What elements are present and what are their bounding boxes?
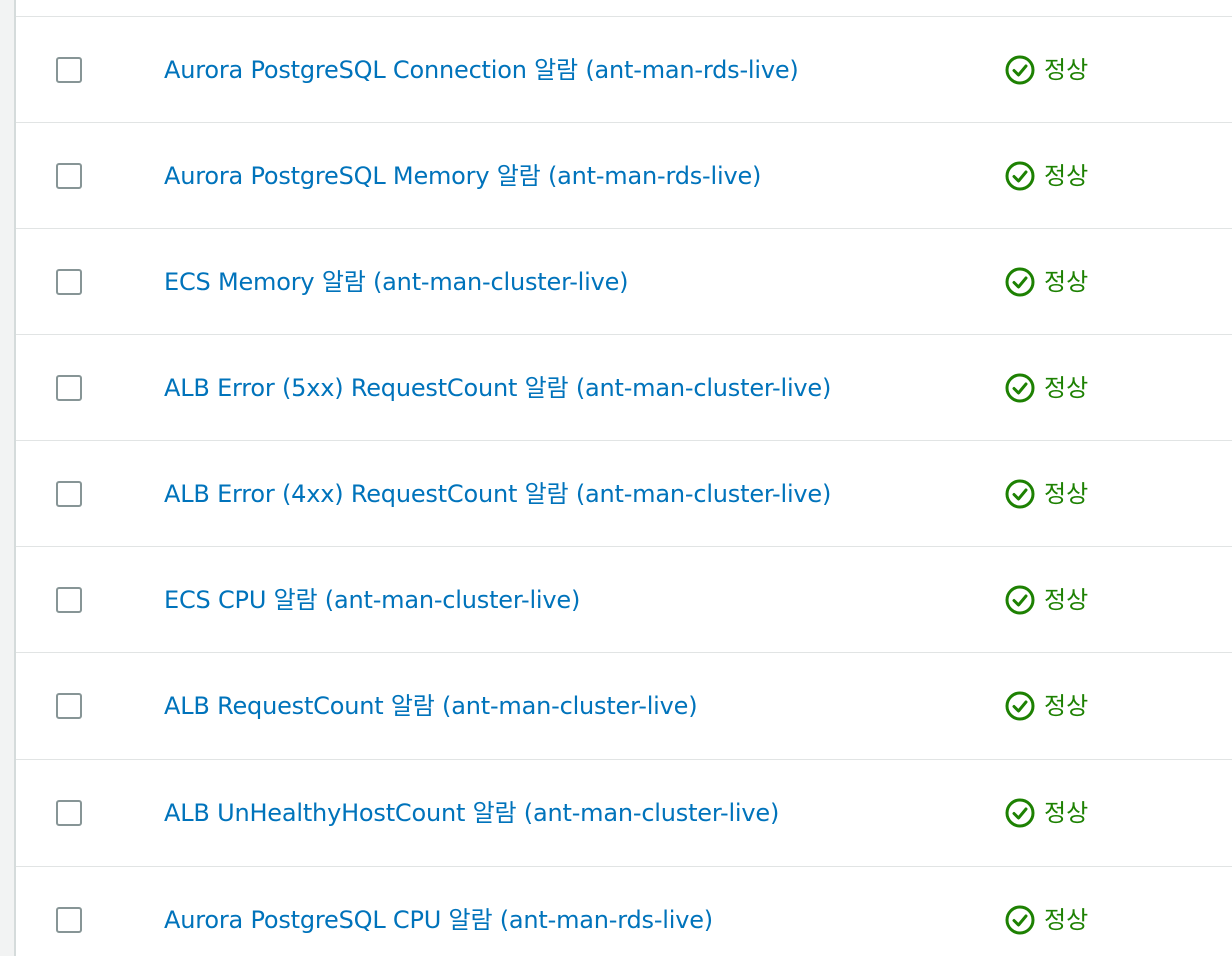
row-select-checkbox[interactable] (56, 800, 82, 826)
alarm-status-label: 정상 (1044, 905, 1089, 934)
alarm-status: 정상 (1004, 372, 1088, 404)
row-select-checkbox[interactable] (56, 480, 82, 507)
row-select-checkbox[interactable] (56, 693, 82, 719)
alarm-status-label: 정상 (1044, 267, 1089, 296)
alarms-table: Aurora PostgreSQL Connection 알람 (ant-man… (16, 16, 1232, 956)
alarm-status-label: 정상 (1044, 55, 1089, 84)
table-row: ALB UnHealthyHostCount 알람 (ant-man-clust… (16, 760, 1232, 867)
row-select-checkbox[interactable] (56, 56, 82, 83)
alarm-status-label: 정상 (1044, 373, 1089, 402)
row-select-checkbox[interactable] (56, 906, 82, 933)
left-panel-edge (0, 0, 16, 956)
alarm-status: 정상 (1004, 54, 1088, 86)
alarm-name-link[interactable]: ALB UnHealthyHostCount 알람 (ant-man-clust… (164, 799, 780, 827)
alarm-name-link[interactable]: ECS Memory 알람 (ant-man-cluster-live) (164, 267, 629, 296)
row-select-checkbox[interactable] (56, 268, 82, 295)
alarm-status-label: 정상 (1044, 692, 1089, 720)
alarm-name-link[interactable]: ECS CPU 알람 (ant-man-cluster-live) (164, 585, 581, 614)
table-row: Aurora PostgreSQL CPU 알람 (ant-man-rds-li… (16, 867, 1232, 956)
alarm-status-label: 정상 (1044, 585, 1089, 614)
check-circle-icon (1005, 691, 1035, 721)
alarm-name-link[interactable]: Aurora PostgreSQL CPU 알람 (ant-man-rds-li… (164, 905, 713, 934)
table-row: ALB Error (5xx) RequestCount 알람 (ant-man… (16, 335, 1232, 441)
check-circle-icon (1005, 55, 1035, 84)
alarm-name-link[interactable]: ALB Error (4xx) RequestCount 알람 (ant-man… (164, 479, 832, 508)
table-row: ALB Error (4xx) RequestCount 알람 (ant-man… (16, 441, 1232, 547)
alarm-status: 정상 (1004, 690, 1088, 722)
table-row: Aurora PostgreSQL Connection 알람 (ant-man… (16, 17, 1232, 123)
check-circle-icon (1005, 267, 1035, 296)
alarm-name-link[interactable]: ALB RequestCount 알람 (ant-man-cluster-liv… (164, 692, 698, 720)
alarm-name-link[interactable]: Aurora PostgreSQL Memory 알람 (ant-man-rds… (164, 161, 762, 190)
row-select-checkbox[interactable] (56, 162, 82, 189)
alarm-name-link[interactable]: ALB Error (5xx) RequestCount 알람 (ant-man… (164, 373, 832, 402)
check-circle-icon (1005, 161, 1035, 190)
row-select-checkbox[interactable] (56, 374, 82, 401)
table-row: ALB RequestCount 알람 (ant-man-cluster-liv… (16, 653, 1232, 760)
table-row: Aurora PostgreSQL Memory 알람 (ant-man-rds… (16, 123, 1232, 229)
check-circle-icon (1005, 479, 1035, 508)
alarm-status: 정상 (1004, 478, 1088, 510)
check-circle-icon (1005, 905, 1035, 934)
table-row: ECS Memory 알람 (ant-man-cluster-live) 정상 (16, 229, 1232, 335)
alarm-status: 정상 (1004, 797, 1088, 829)
check-circle-icon (1005, 585, 1035, 614)
check-circle-icon (1005, 798, 1035, 828)
table-row: ECS CPU 알람 (ant-man-cluster-live) 정상 (16, 547, 1232, 653)
alarm-status-label: 정상 (1044, 479, 1089, 508)
check-circle-icon (1005, 373, 1035, 402)
alarm-status: 정상 (1004, 266, 1088, 298)
alarm-name-link[interactable]: Aurora PostgreSQL Connection 알람 (ant-man… (164, 55, 799, 84)
alarm-status-label: 정상 (1044, 161, 1089, 190)
alarm-status: 정상 (1004, 584, 1088, 616)
alarm-status-label: 정상 (1044, 799, 1089, 827)
row-select-checkbox[interactable] (56, 586, 82, 613)
alarm-status: 정상 (1004, 904, 1088, 936)
alarm-status: 정상 (1004, 160, 1088, 192)
